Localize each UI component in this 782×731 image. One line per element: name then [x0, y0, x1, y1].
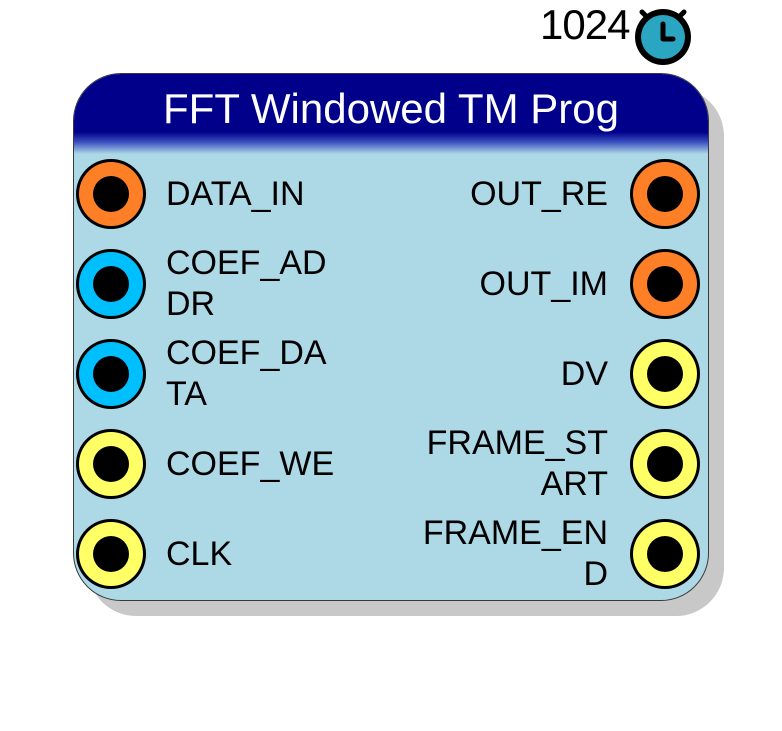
output-port-frame-end-icon[interactable]	[628, 517, 702, 591]
input-label-data-in: DATA_IN	[166, 174, 305, 213]
block-header: FFT Windowed TM Prog	[74, 74, 708, 154]
output-label-out-im: OUT_IM	[479, 264, 608, 303]
input-label-coef-we: COEF_WE	[166, 444, 335, 483]
sample-rate-label: 1024	[540, 1, 630, 48]
input-port-coef-we-icon[interactable]	[74, 427, 148, 501]
input-port-clk-icon[interactable]	[74, 517, 148, 591]
input-port-data-in-icon[interactable]	[74, 157, 148, 231]
input-label-clk: CLK	[166, 534, 233, 573]
input-label-coef-addr: COEF_AD DR	[166, 244, 327, 323]
output-label-frame-end: FRAME_EN D	[422, 514, 608, 593]
block-title: FFT Windowed TM Prog	[163, 85, 619, 132]
output-port-out-im-icon[interactable]	[628, 247, 702, 321]
output-port-frame-start-icon[interactable]	[628, 427, 702, 501]
output-label-frame-start: FRAME_ST ART	[426, 424, 608, 503]
output-port-dv-icon[interactable]	[628, 337, 702, 411]
output-label-dv: DV	[560, 354, 608, 393]
output-label-out-re: OUT_RE	[470, 174, 608, 213]
input-port-coef-data-icon[interactable]	[74, 337, 148, 411]
fft-block[interactable]: FFT Windowed TM Prog DATA_IN COEF_AD DR CO…	[73, 73, 709, 601]
input-port-coef-addr-icon[interactable]	[74, 247, 148, 321]
clock-icon	[635, 9, 691, 65]
output-port-out-re-icon[interactable]	[628, 157, 702, 231]
input-label-coef-data: COEF_DA TA	[166, 334, 327, 413]
